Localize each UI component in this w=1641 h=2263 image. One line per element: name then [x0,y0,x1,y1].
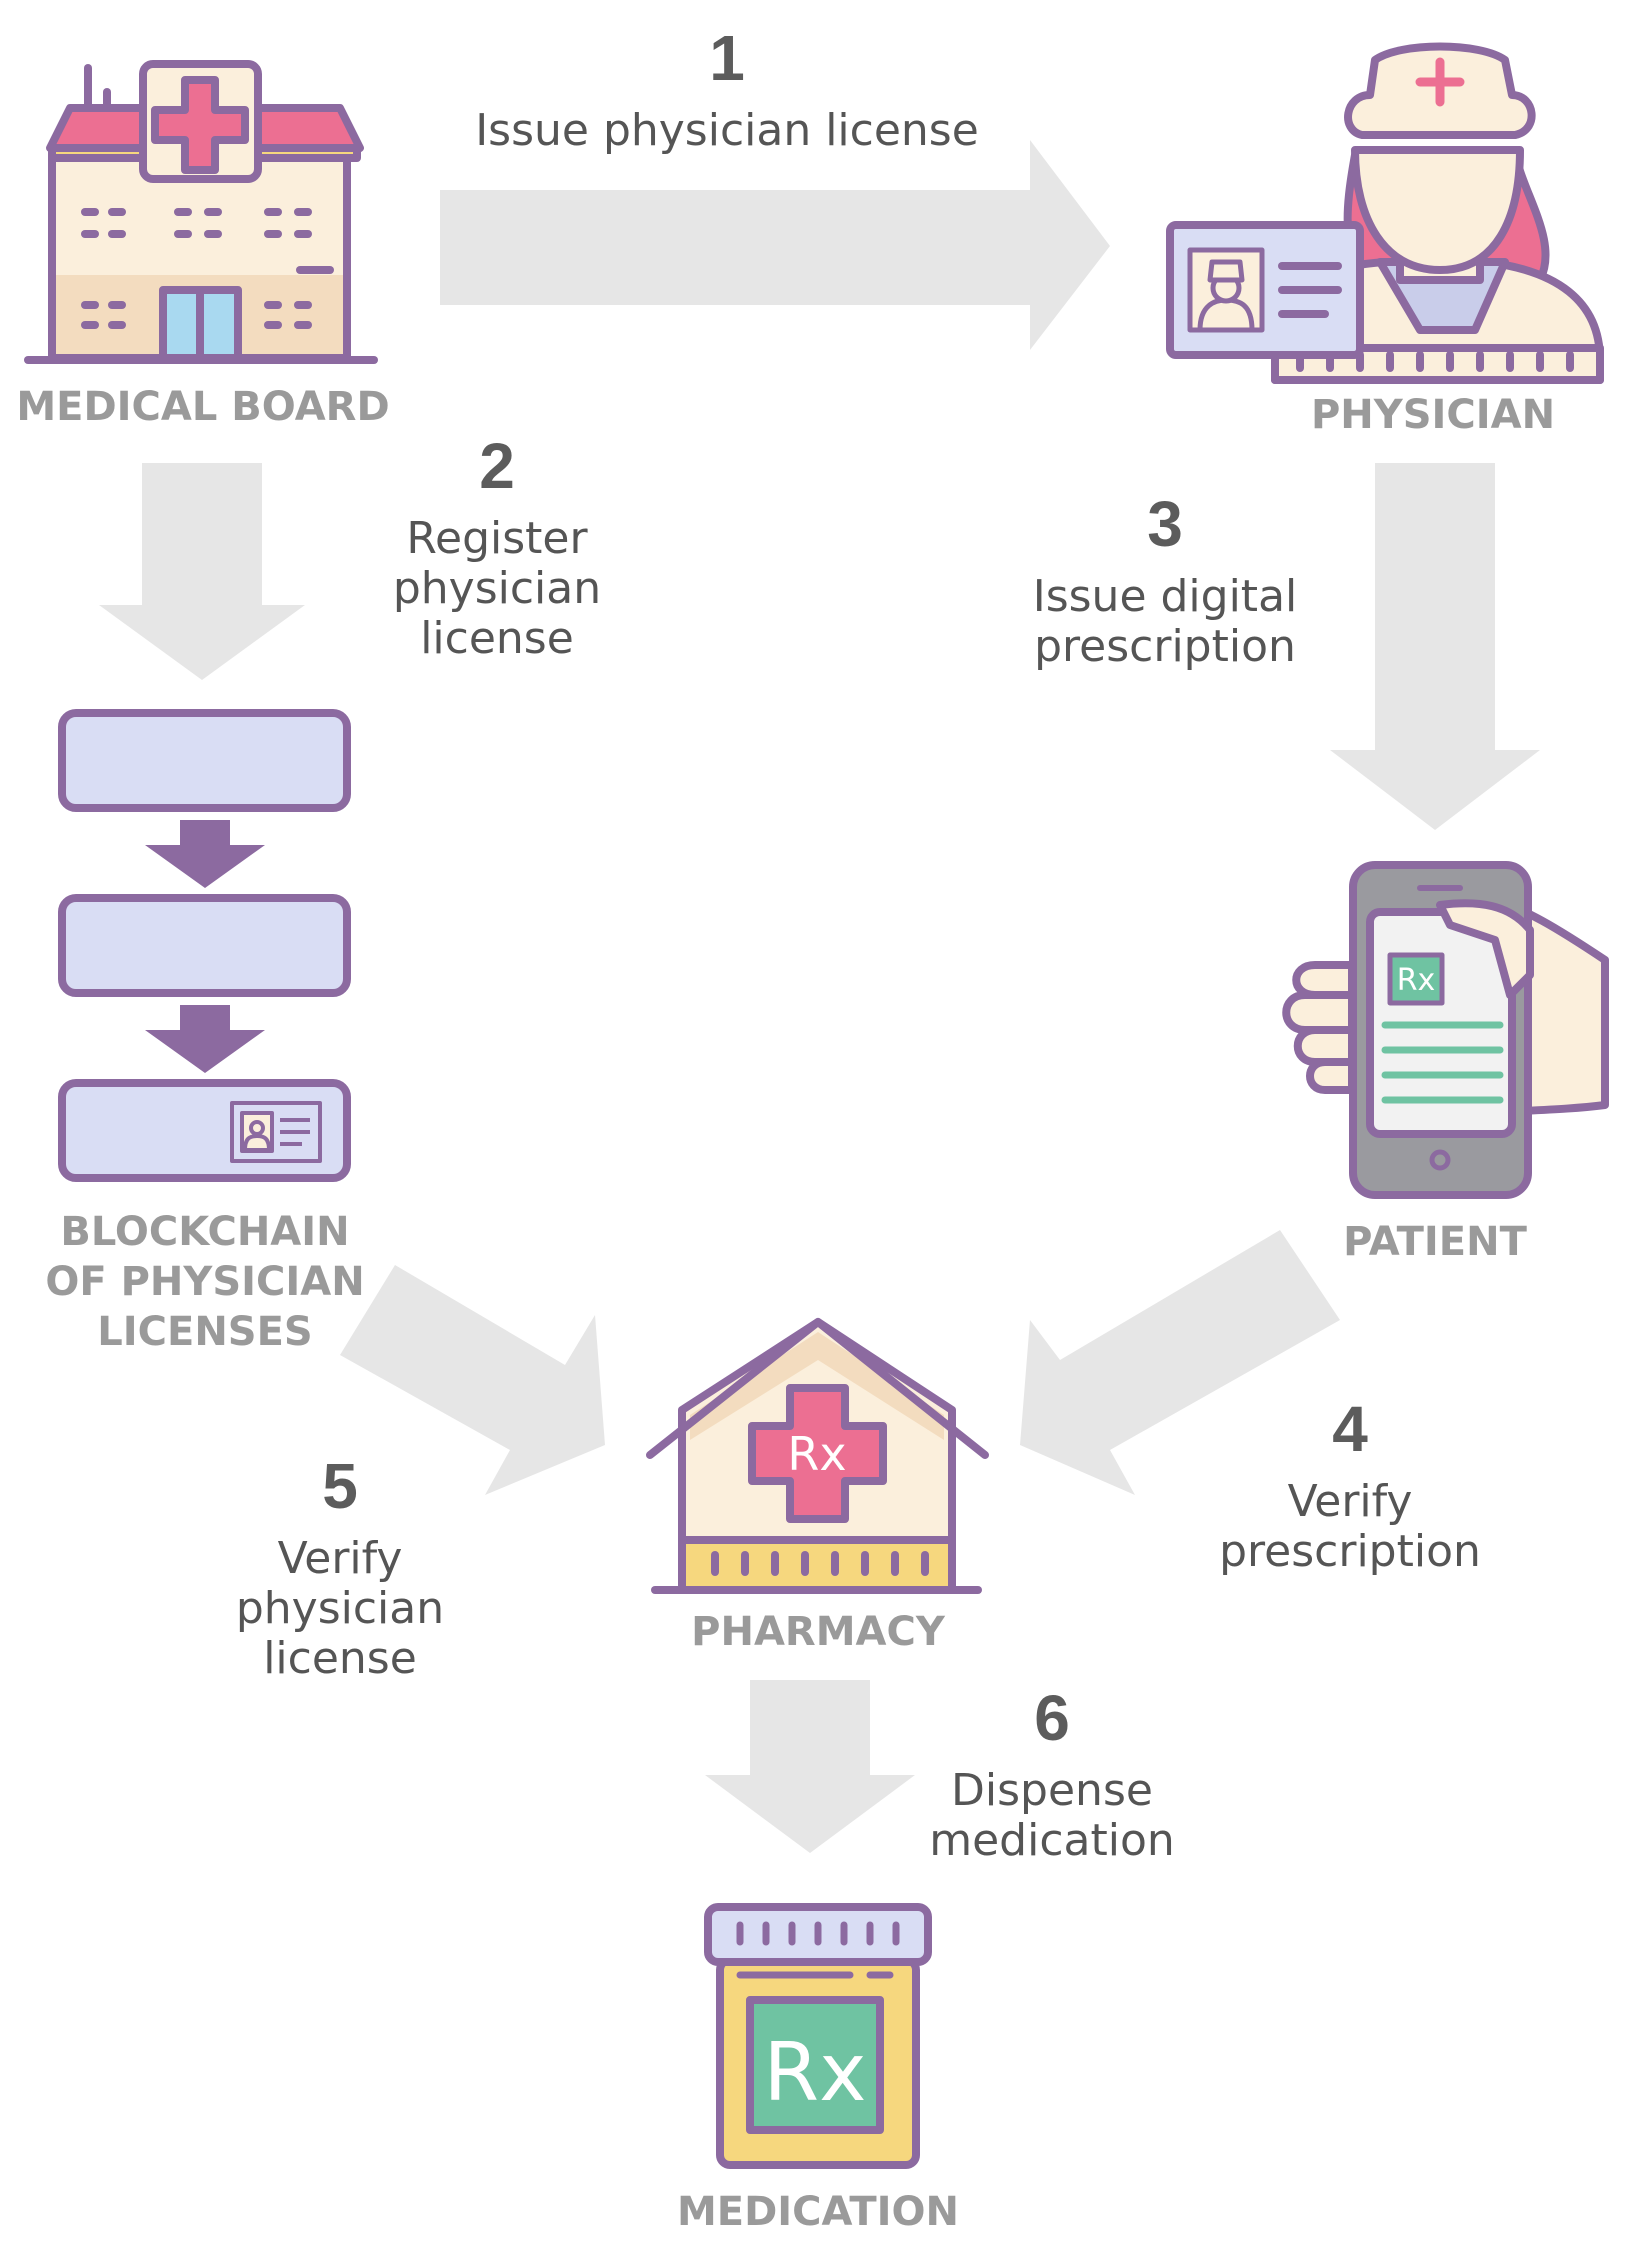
step-6-text-line-1: Dispense [951,1765,1153,1816]
arrow-step-1 [440,140,1110,350]
step-6: 6 Dispense medication [929,1682,1175,1866]
step-2-text-line-3: license [420,613,574,664]
arrow-step-4 [1020,1230,1340,1495]
step-3-number: 3 [1147,488,1183,560]
step-4: 4 Verify prescription [1219,1393,1481,1577]
flow-arrows [99,140,1540,1853]
chain-arrow-1 [145,820,265,888]
step-5-text-line-2: physician [236,1583,444,1634]
arrow-step-6 [705,1680,915,1853]
step-2-text-line-2: physician [393,563,601,614]
step-5-text-line-3: license [263,1633,417,1684]
pharmacy-rx-symbol: Rx [787,1427,846,1481]
step-5-text-line-1: Verify [278,1533,403,1584]
blockchain-label-line-3: LICENSES [97,1309,312,1355]
rx-symbol: Rx [1397,963,1436,998]
step-6-text-line-2: medication [929,1815,1175,1866]
step-1: 1 Issue physician license [475,22,979,156]
step-3: 3 Issue digital prescription [1033,488,1298,672]
step-4-text-line-1: Verify [1288,1476,1413,1527]
step-3-text-line-1: Issue digital [1033,571,1298,622]
pharmacy-house-icon: Rx [646,1318,989,1594]
step-2: 2 Register physician license [393,430,601,664]
step-4-text-line-2: prescription [1219,1526,1481,1577]
blockchain-label-line-2: OF PHYSICIAN [45,1259,364,1305]
step-3-text-line-2: prescription [1034,621,1296,672]
nurse-with-id-card-icon [1166,42,1604,384]
step-1-text-line-1: Issue physician license [475,105,979,156]
hospital-building-icon [24,60,378,364]
arrow-step-3 [1330,463,1540,830]
medication-label: MEDICATION [677,2189,959,2235]
pill-bottle-icon: Rx [704,1903,932,2169]
pharmacy-label: PHARMACY [691,1609,946,1655]
blockchain-blocks-icon [58,709,351,1182]
license-card-icon [230,1101,322,1163]
block-2 [58,894,351,997]
step-2-text-line-1: Register [406,513,588,564]
block-1 [58,709,351,812]
step-6-number: 6 [1034,1682,1070,1754]
blockchain-label-line-1: BLOCKCHAIN [60,1209,349,1255]
phone-in-hand-icon: Rx [1282,861,1609,1199]
step-1-number: 1 [709,22,745,94]
patient-label: PATIENT [1343,1219,1527,1265]
step-5-number: 5 [322,1450,358,1522]
medication-rx-symbol: Rx [764,2026,867,2119]
medical-board-label: MEDICAL BOARD [16,384,389,430]
step-4-number: 4 [1332,1393,1368,1465]
arrow-step-2 [99,463,305,680]
step-5: 5 Verify physician license [236,1450,444,1684]
chain-arrow-2 [145,1005,265,1073]
arrow-step-5 [340,1265,605,1495]
physician-label: PHYSICIAN [1311,392,1555,438]
step-2-number: 2 [479,430,515,502]
